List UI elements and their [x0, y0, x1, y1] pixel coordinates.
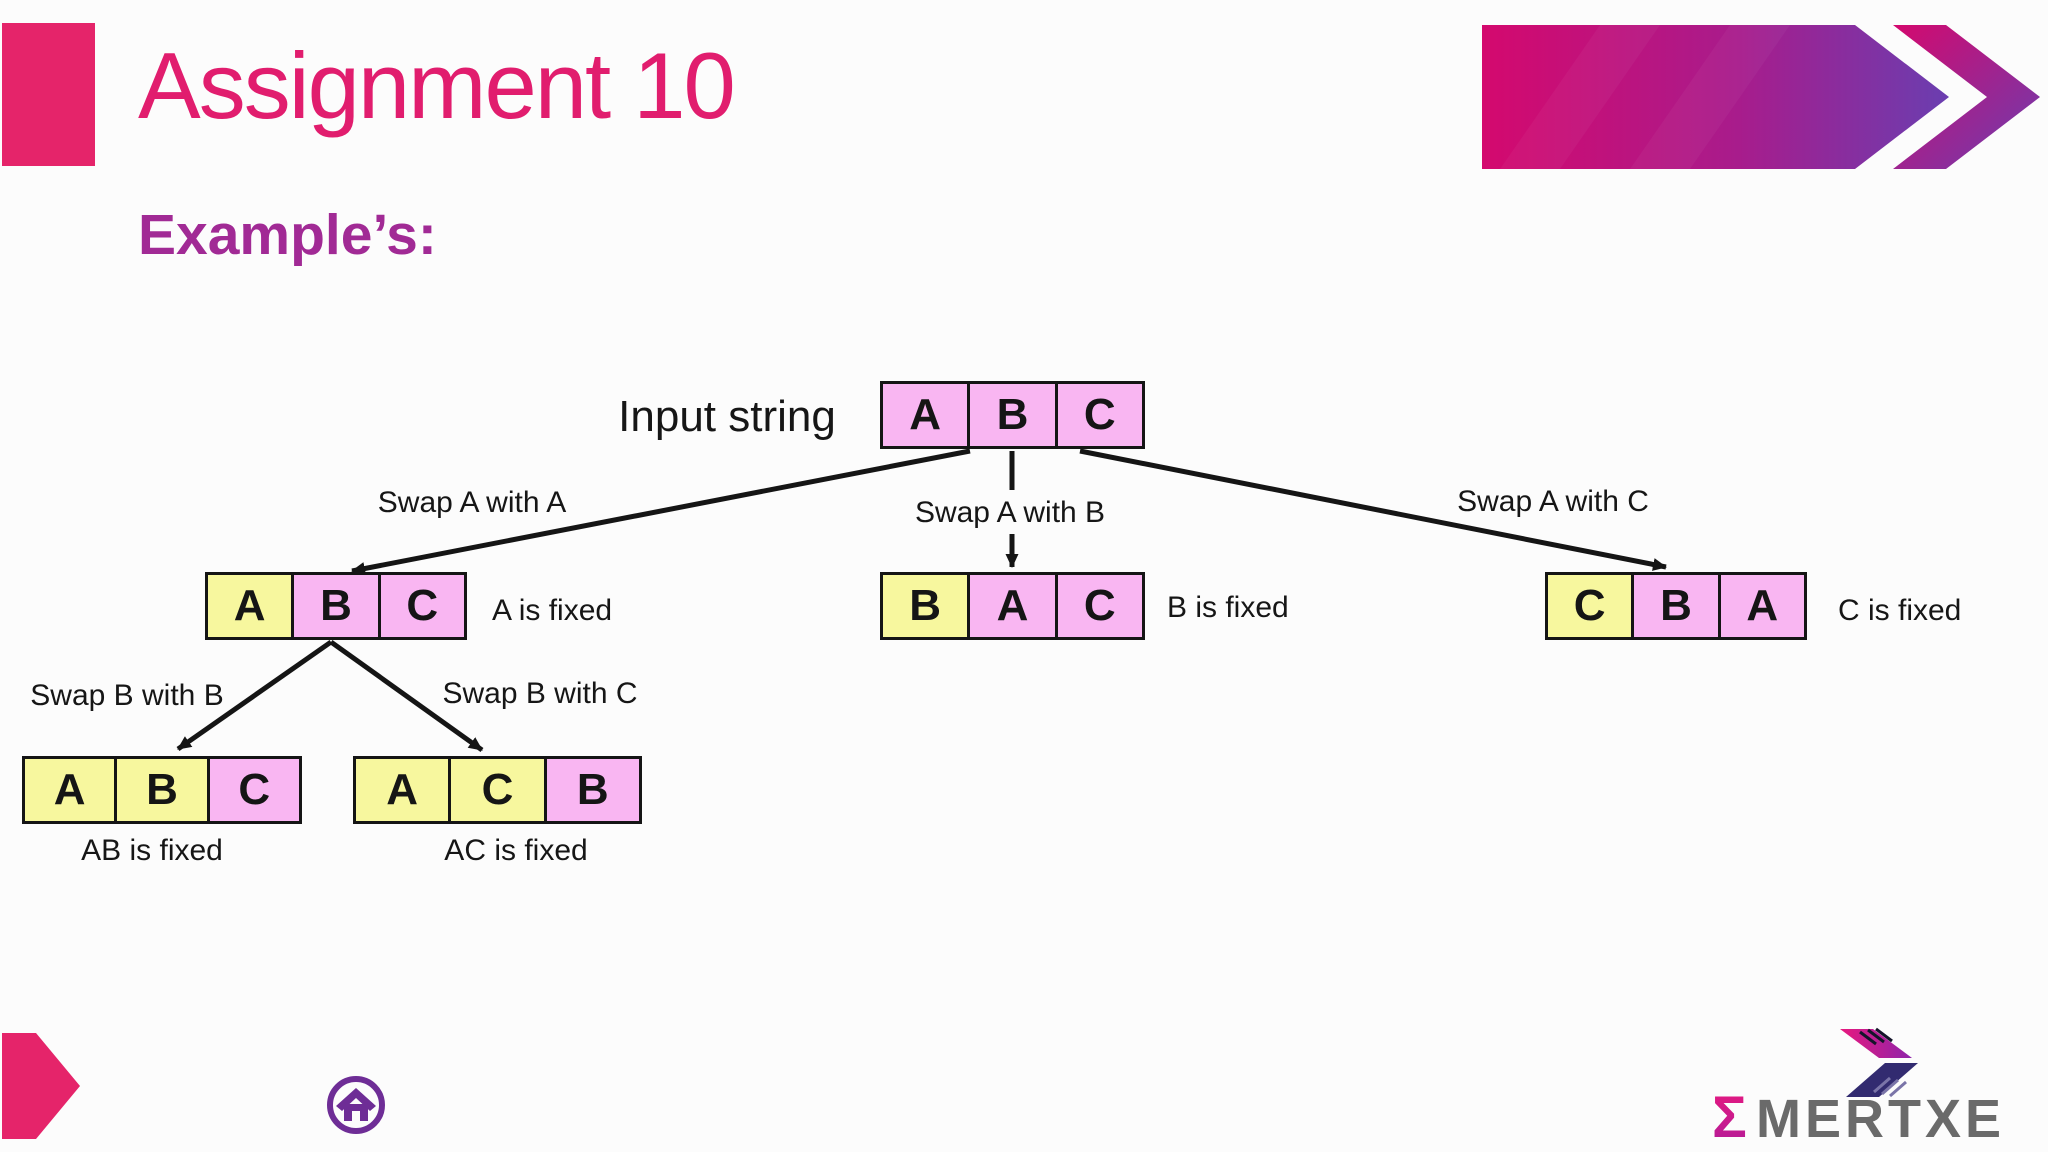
edge-a-to-ab-fixed	[176, 639, 333, 752]
node-a-fixed: A B C	[205, 572, 467, 640]
note-b-is-fixed: B is fixed	[1167, 591, 1289, 624]
cell-letter: C	[448, 759, 544, 821]
node-ab-fixed: A B C	[22, 756, 302, 824]
input-string-label: Input string	[618, 392, 836, 441]
cell-letter: B	[291, 575, 378, 637]
logo-emblem-icon	[1840, 1027, 1918, 1098]
cell-letter: B	[883, 575, 968, 637]
node-ac-fixed: A C B	[353, 756, 642, 824]
logo-wordmark: MERTXE	[1756, 1089, 2005, 1149]
edge-label-swap-a-with-b: Swap A with B	[914, 496, 1106, 529]
cell-letter: B	[967, 384, 1055, 446]
cell-letter: B	[543, 759, 639, 821]
cell-letter: A	[883, 384, 968, 446]
corner-square-decor	[2, 23, 95, 166]
slide-subtitle: Example’s:	[138, 203, 437, 267]
note-c-is-fixed: C is fixed	[1838, 594, 1962, 627]
edge-label-swap-b-with-c: Swap B with C	[442, 677, 638, 710]
home-icon-door	[352, 1111, 360, 1121]
note-ac-is-fixed: AC is fixed	[444, 834, 588, 867]
cell-letter: A	[356, 759, 449, 821]
cell-letter: B	[114, 759, 207, 821]
note-ab-is-fixed: AB is fixed	[81, 834, 223, 867]
cell-letter: C	[1054, 575, 1142, 637]
banner-chevron-decor	[1893, 25, 2040, 169]
edge-a-to-ac-fixed	[329, 639, 484, 753]
header-banner-decor	[1482, 25, 2040, 169]
node-root: A B C	[880, 381, 1145, 449]
cell-letter: C	[377, 575, 464, 637]
home-button[interactable]	[324, 1073, 390, 1139]
edge-label-swap-b-with-b: Swap B with B	[30, 679, 224, 712]
node-b-fixed: B A C	[880, 572, 1145, 640]
tree-edges	[176, 448, 1667, 753]
logo-sigma: Σ	[1712, 1085, 1747, 1150]
cell-letter: A	[967, 575, 1055, 637]
edge-label-swap-a-with-c: Swap A with C	[1457, 485, 1649, 518]
cell-letter: A	[25, 759, 115, 821]
note-a-is-fixed: A is fixed	[492, 594, 613, 627]
cell-letter: C	[206, 759, 299, 821]
cell-letter: C	[1054, 384, 1142, 446]
footer-pentagon-decor	[2, 1033, 80, 1139]
emertxe-logo: Σ MERTXE	[1712, 1027, 2005, 1150]
edge-label-swap-a-with-a: Swap A with A	[377, 486, 567, 519]
cell-letter: C	[1548, 575, 1632, 637]
edge-root-to-c-fixed	[1079, 448, 1667, 571]
slide-title: Assignment 10	[138, 33, 736, 138]
cell-letter: A	[208, 575, 292, 637]
cell-letter: A	[1717, 575, 1804, 637]
edge-root-to-a-fixed	[351, 448, 971, 575]
node-c-fixed: C B A	[1545, 572, 1807, 640]
cell-letter: B	[1631, 575, 1718, 637]
